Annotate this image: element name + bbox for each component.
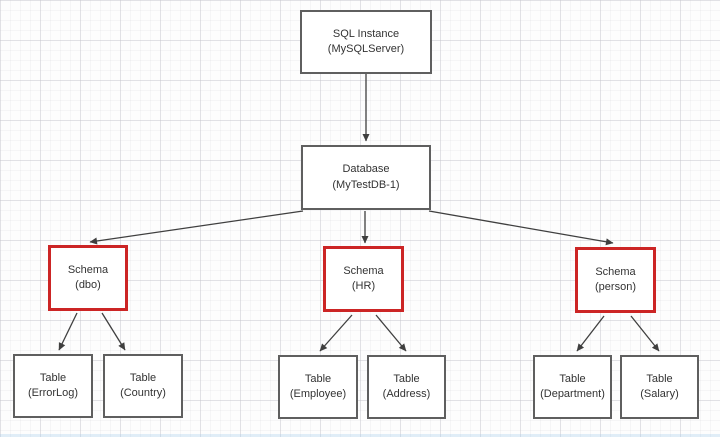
node-schema-dbo: Schema (dbo) (48, 245, 128, 311)
node-schema-person-label: Schema (595, 265, 636, 278)
node-table-country-sublabel: (Country) (120, 387, 166, 399)
node-table-salary-sublabel: (Salary) (640, 388, 679, 400)
node-sql-instance-sublabel: (MySQLServer) (327, 43, 405, 55)
edge-database-to-schema-dbo (89, 210, 304, 245)
node-table-errorlog-sublabel: (ErrorLog) (27, 387, 79, 399)
node-table-address-label: Table (393, 372, 420, 385)
node-schema-dbo-label: Schema (67, 263, 109, 276)
node-database-sublabel: (MyTestDB-1) (332, 178, 400, 191)
node-schema-hr-label: Schema (343, 264, 384, 277)
node-sql-instance-label: SQL Instance (332, 27, 400, 40)
node-schema-dbo-sublabel: (dbo) (75, 279, 101, 291)
node-table-department: Table (Department) (533, 355, 612, 419)
node-table-errorlog-label: Table (39, 371, 67, 384)
node-table-salary-label: Table (646, 372, 673, 385)
node-table-address: Table (Address) (367, 355, 446, 419)
node-schema-hr: Schema (HR) (323, 246, 404, 312)
edge-schema-hr-to-table-employee (319, 314, 353, 352)
node-database: Database (MyTestDB-1) (301, 145, 431, 210)
node-schema-person: Schema (person) (575, 247, 656, 313)
node-table-country: Table (Country) (103, 354, 183, 418)
node-table-salary: Table (Salary) (620, 355, 699, 419)
edge-schema-hr-to-table-address (375, 314, 407, 352)
node-table-errorlog: Table (ErrorLog) (13, 354, 93, 418)
node-schema-hr-sublabel: (HR) (351, 280, 376, 292)
node-table-employee: Table (Employee) (278, 355, 358, 419)
node-table-country-label: Table (129, 371, 157, 384)
node-table-department-sublabel: (Department) (540, 388, 605, 400)
edge-schema-dbo-to-table-country (101, 312, 126, 351)
bottom-edge-highlight (0, 434, 720, 437)
node-table-employee-label: Table (304, 372, 332, 385)
node-table-department-label: Table (559, 372, 586, 385)
node-database-label: Database (342, 163, 390, 176)
edge-schema-person-to-table-salary (630, 315, 660, 352)
edge-schema-person-to-table-department (576, 315, 605, 352)
node-sql-instance: SQL Instance (MySQLServer) (300, 10, 432, 74)
edge-database-to-schema-person (428, 210, 614, 246)
node-schema-person-sublabel: (person) (595, 281, 636, 293)
node-table-address-sublabel: (Address) (382, 388, 431, 400)
edge-schema-dbo-to-table-errorlog (58, 312, 78, 351)
node-table-employee-sublabel: (Employee) (289, 388, 347, 400)
